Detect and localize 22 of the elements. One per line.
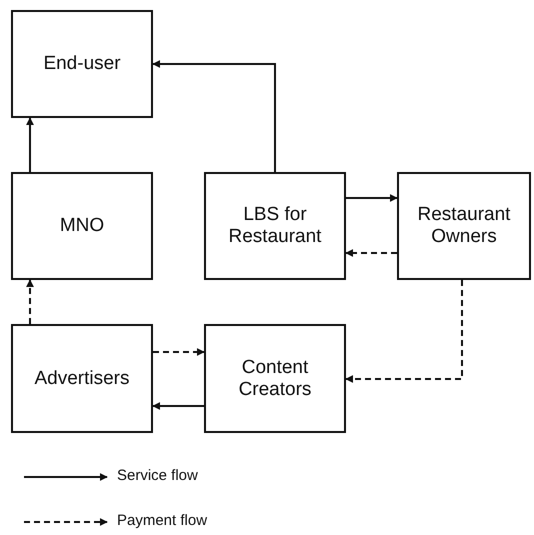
node-label: MNO bbox=[60, 215, 104, 237]
arrow bbox=[346, 194, 398, 202]
process-box bbox=[11, 172, 153, 280]
arrow bbox=[345, 249, 397, 257]
arrow bbox=[152, 402, 204, 410]
arrow bbox=[345, 280, 463, 383]
arrow bbox=[26, 279, 34, 324]
node-label: LBS for Restaurant bbox=[228, 204, 322, 248]
legend-label: Service flow bbox=[117, 467, 198, 484]
process-box bbox=[204, 324, 346, 433]
process-box bbox=[11, 324, 153, 433]
node-label: Content Creators bbox=[238, 356, 312, 400]
arrow bbox=[152, 60, 276, 172]
node-label: Restaurant Owners bbox=[416, 204, 512, 248]
node-label: End-user bbox=[43, 53, 121, 75]
node-label: Advertisers bbox=[34, 368, 130, 390]
arrow bbox=[153, 348, 205, 356]
legend-label: Payment flow bbox=[117, 512, 208, 529]
process-box bbox=[11, 10, 153, 118]
process-box bbox=[397, 172, 531, 280]
arrow bbox=[26, 117, 34, 172]
process-box bbox=[204, 172, 346, 280]
